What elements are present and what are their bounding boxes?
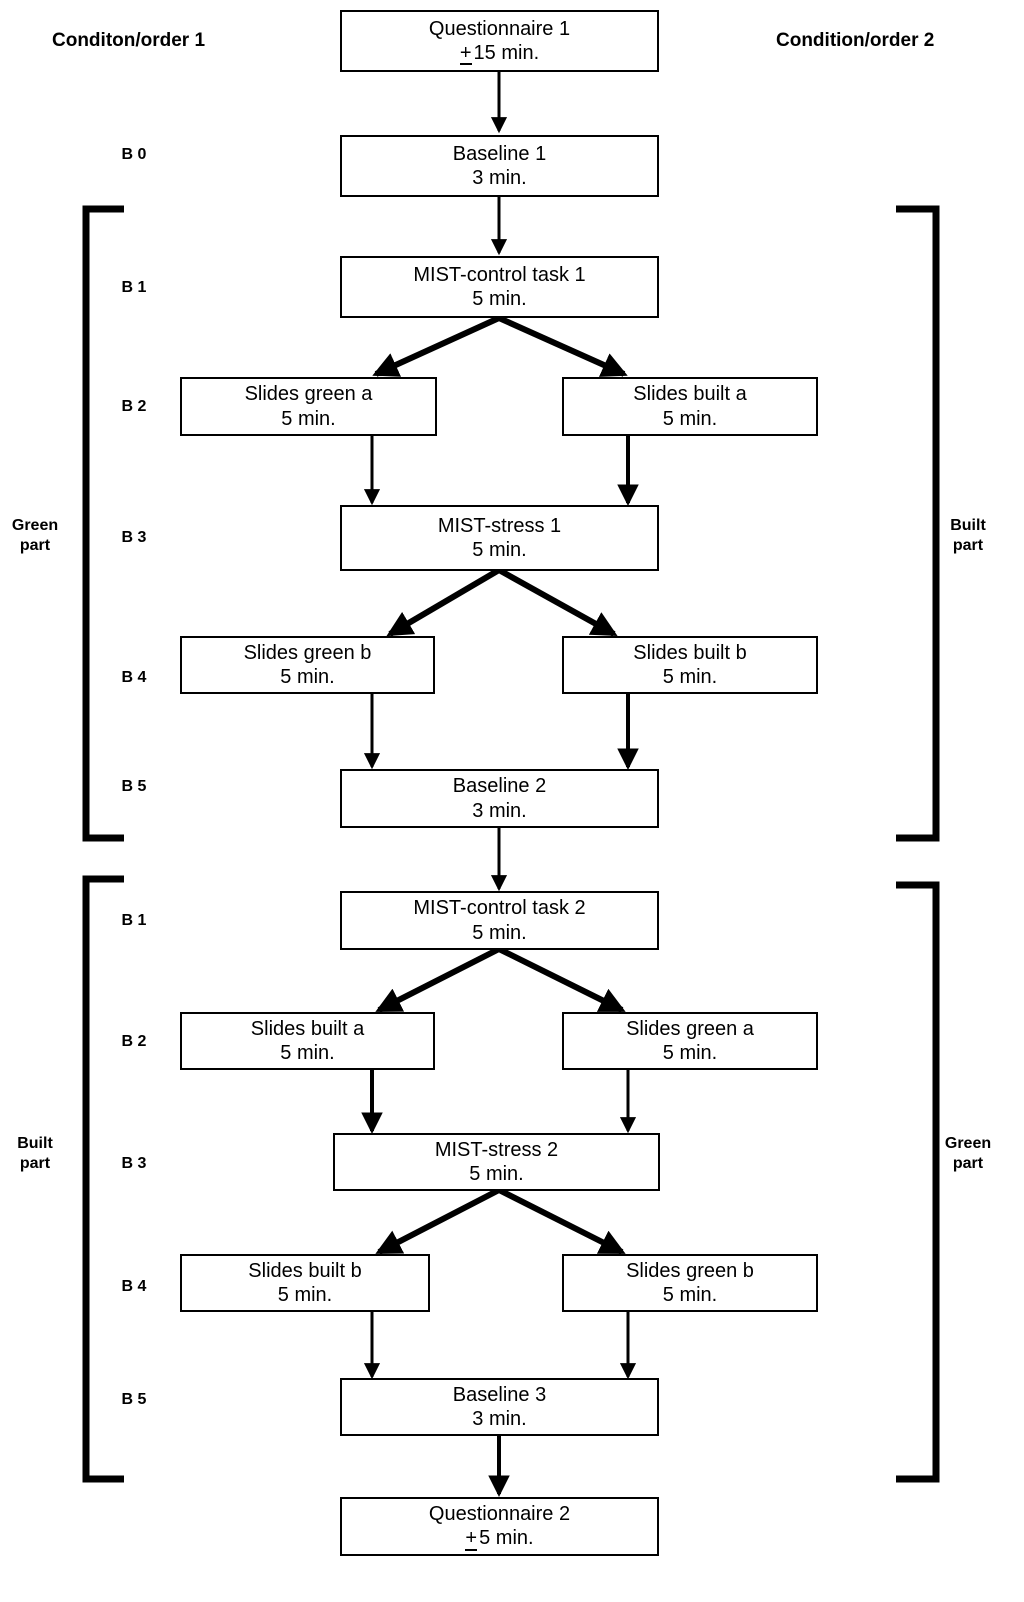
node-slides-green-a-second[interactable]: Slides green a 5 min. xyxy=(562,1012,818,1070)
node-baseline-1[interactable]: Baseline 1 3 min. xyxy=(340,135,659,197)
step-label-b2-a: B 2 xyxy=(121,398,147,415)
node-baseline-3-title: Baseline 3 xyxy=(452,1383,547,1406)
node-questionnaire-2-duration: +5 min. xyxy=(465,1527,534,1551)
node-questionnaire-2[interactable]: Questionnaire 2 +5 min. xyxy=(340,1497,659,1556)
arrow-mist-control1-to-slides-built-a1 xyxy=(497,315,628,377)
node-slides-built-b-second-duration: 5 min. xyxy=(277,1284,333,1306)
node-mist-control-task-1-duration: 5 min. xyxy=(472,288,527,310)
node-slides-green-b-second[interactable]: Slides green b 5 min. xyxy=(562,1254,818,1312)
node-slides-built-a-second[interactable]: Slides built a 5 min. xyxy=(180,1012,435,1070)
part-label-right-bottom: Green part xyxy=(945,1134,991,1174)
node-slides-built-b-second[interactable]: Slides built b 5 min. xyxy=(180,1254,430,1312)
arrow-mist-control2-to-slides-green-a2 xyxy=(497,946,626,1013)
node-questionnaire-1-duration: +15 min. xyxy=(459,41,540,66)
node-questionnaire-1[interactable]: Questionnaire 1 +15 min. xyxy=(340,10,659,72)
node-slides-built-a-first[interactable]: Slides built a 5 min. xyxy=(562,377,818,436)
arrow-mist-stress2-to-slides-green-b2 xyxy=(497,1187,626,1255)
node-mist-stress-2-duration: 5 min. xyxy=(469,1163,524,1185)
node-slides-built-a-second-title: Slides built a xyxy=(250,1017,365,1040)
node-questionnaire-1-title: Questionnaire 1 xyxy=(428,17,571,40)
node-slides-built-b-first-title: Slides built b xyxy=(633,641,747,664)
node-slides-green-b-first-duration: 5 min. xyxy=(280,666,335,688)
node-baseline-1-duration: 3 min. xyxy=(472,167,527,189)
plus-minus-icon: + xyxy=(459,41,472,66)
node-slides-green-a-second-duration: 5 min. xyxy=(662,1042,718,1064)
node-slides-green-b-first-title: Slides green b xyxy=(243,641,372,664)
part-label-left-top-line1: Green xyxy=(11,517,59,534)
node-slides-built-a-first-duration: 5 min. xyxy=(662,407,718,430)
step-label-b3-a: B 3 xyxy=(121,529,147,546)
step-label-b2-b: B 2 xyxy=(121,1033,147,1050)
node-slides-green-b-first[interactable]: Slides green b 5 min. xyxy=(180,636,435,694)
node-mist-stress-1-duration: 5 min. xyxy=(472,539,527,561)
node-mist-stress-1[interactable]: MIST-stress 1 5 min. xyxy=(340,505,659,571)
step-label-b1-b: B 1 xyxy=(121,912,147,929)
node-slides-built-b-second-title: Slides built b xyxy=(248,1259,362,1282)
node-baseline-3[interactable]: Baseline 3 3 min. xyxy=(340,1378,659,1436)
part-label-left-top-line2: part xyxy=(19,537,51,554)
node-mist-control-task-1-title: MIST-control task 1 xyxy=(413,263,586,286)
node-slides-built-a-first-title: Slides built a xyxy=(633,383,747,406)
node-slides-green-b-second-duration: 5 min. xyxy=(662,1284,718,1306)
step-label-b4-a: B 4 xyxy=(121,669,147,686)
node-mist-control-task-2-duration: 5 min. xyxy=(472,921,527,944)
arrow-mist-stress1-to-slides-built-b1 xyxy=(497,567,618,637)
node-mist-stress-2-title: MIST-stress 2 xyxy=(434,1138,559,1161)
node-baseline-2[interactable]: Baseline 2 3 min. xyxy=(340,769,659,828)
node-mist-stress-1-title: MIST-stress 1 xyxy=(437,514,562,537)
node-baseline-1-title: Baseline 1 xyxy=(452,142,547,165)
arrow-mist-control1-to-slides-green-a1 xyxy=(372,315,501,377)
condition-order-2-header: Condition/order 2 xyxy=(776,30,935,51)
node-baseline-2-title: Baseline 2 xyxy=(452,775,547,798)
bracket-left-bottom xyxy=(82,875,124,1483)
step-label-b5-b: B 5 xyxy=(121,1391,147,1408)
bracket-right-bottom xyxy=(896,881,940,1483)
arrow-mist-control2-to-slides-built-a2 xyxy=(375,946,501,1013)
node-mist-control-task-2-title: MIST-control task 2 xyxy=(413,897,586,920)
part-label-left-bottom: Built part xyxy=(17,1134,53,1174)
node-slides-green-a-first-duration: 5 min. xyxy=(281,407,336,430)
step-label-b1-a: B 1 xyxy=(121,279,147,296)
part-label-right-bottom-line2: part xyxy=(952,1155,984,1172)
node-slides-built-b-first-duration: 5 min. xyxy=(662,666,718,688)
node-mist-control-task-1[interactable]: MIST-control task 1 5 min. xyxy=(340,256,659,318)
part-label-right-bottom-line1: Green xyxy=(944,1135,992,1152)
node-baseline-2-duration: 3 min. xyxy=(472,799,527,822)
node-mist-stress-2[interactable]: MIST-stress 2 5 min. xyxy=(333,1133,660,1191)
node-slides-green-a-first-title: Slides green a xyxy=(244,383,373,406)
part-label-right-top-line2: part xyxy=(952,537,984,554)
arrow-mist-stress2-to-slides-built-b2 xyxy=(375,1187,501,1255)
node-slides-green-b-second-title: Slides green b xyxy=(626,1259,754,1282)
node-questionnaire-2-title: Questionnaire 2 xyxy=(428,1503,571,1525)
arrow-mist-stress1-to-slides-green-b1 xyxy=(386,567,501,637)
plus-minus-icon-2: + xyxy=(465,1527,478,1551)
part-label-right-top-line1: Built xyxy=(950,517,986,534)
node-mist-control-task-2[interactable]: MIST-control task 2 5 min. xyxy=(340,891,659,950)
step-label-b5-a: B 5 xyxy=(121,778,147,795)
part-label-right-top: Built part xyxy=(950,516,986,556)
condition-order-1-header: Conditon/order 1 xyxy=(52,30,206,51)
node-slides-green-a-second-title: Slides green a xyxy=(626,1017,754,1040)
part-label-left-top: Green part xyxy=(12,516,58,556)
node-slides-built-a-second-duration: 5 min. xyxy=(280,1042,335,1064)
step-label-b3-b: B 3 xyxy=(121,1155,147,1172)
step-label-b0: B 0 xyxy=(121,146,147,163)
step-label-b4-b: B 4 xyxy=(121,1278,147,1295)
bracket-right-top xyxy=(896,205,940,842)
part-label-left-bottom-line1: Built xyxy=(17,1135,53,1152)
node-slides-built-b-first[interactable]: Slides built b 5 min. xyxy=(562,636,818,694)
node-slides-green-a-first[interactable]: Slides green a 5 min. xyxy=(180,377,437,436)
part-label-left-bottom-line2: part xyxy=(19,1155,51,1172)
node-baseline-3-duration: 3 min. xyxy=(472,1408,527,1430)
bracket-left-top xyxy=(82,205,124,842)
